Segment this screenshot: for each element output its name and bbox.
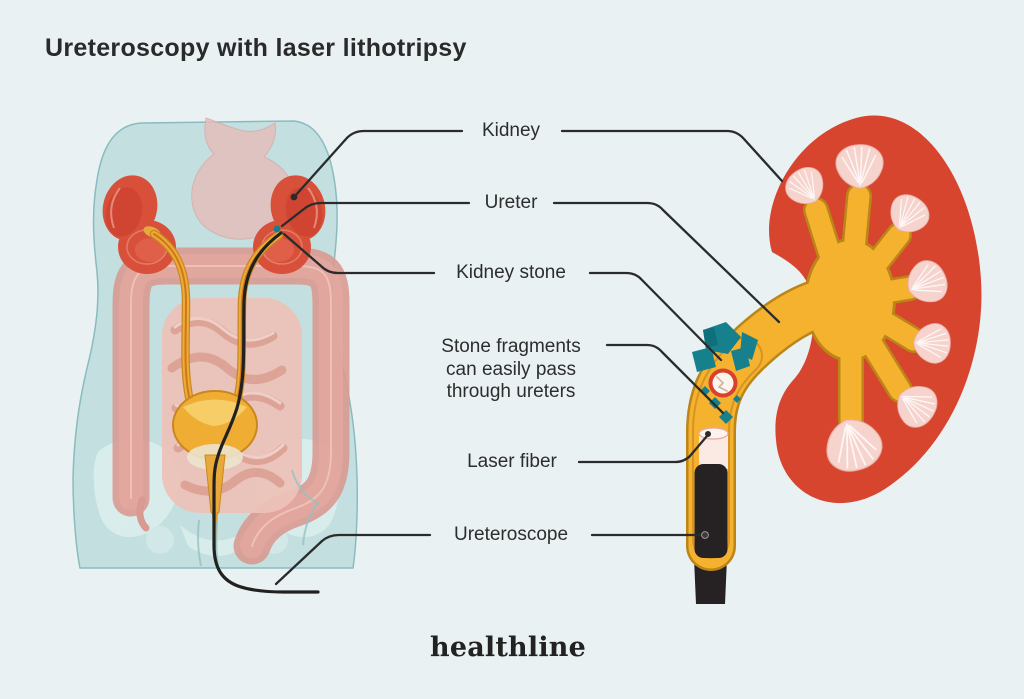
ureter-leader-left bbox=[280, 201, 471, 228]
stone-fragments-leader bbox=[605, 343, 725, 415]
kidney-stone-leader-right bbox=[588, 271, 723, 362]
kidney-cross-section bbox=[686, 115, 982, 604]
kidney-stone-magnified bbox=[708, 368, 738, 398]
kidney-stone-torso bbox=[273, 225, 281, 233]
ureter-leader-right bbox=[552, 201, 781, 324]
kidney-leader-right bbox=[560, 129, 784, 183]
ureteroscope-leader-dot bbox=[701, 531, 709, 539]
laser-fiber-leader bbox=[577, 434, 709, 464]
label-kidney: Kidney bbox=[481, 120, 541, 141]
kidney-leader-dot bbox=[290, 193, 298, 201]
label-stone-fragments: Stone fragments can easily pass through … bbox=[441, 336, 581, 402]
brand-logo: healthline bbox=[430, 632, 586, 663]
ureteroscope-magnified bbox=[694, 464, 728, 558]
leader-lines bbox=[274, 129, 784, 586]
label-ureter: Ureter bbox=[484, 192, 538, 213]
kidney-leader-left bbox=[293, 129, 464, 198]
label-kidney-stone: Kidney stone bbox=[456, 262, 566, 283]
torso-overview bbox=[72, 117, 359, 594]
ureteroscope-leader-left bbox=[274, 533, 432, 586]
ureteroscope-in-body bbox=[212, 231, 320, 594]
label-laser-fiber: Laser fiber bbox=[467, 451, 557, 472]
laser-fiber-leader-dot bbox=[705, 431, 711, 437]
page-title: Ureteroscopy with laser lithotripsy bbox=[45, 34, 467, 62]
ureter-left bbox=[149, 229, 202, 421]
label-ureteroscope: Ureteroscope bbox=[453, 524, 569, 545]
stone-fragments-cluster bbox=[692, 322, 758, 424]
kidney-stone-leader-left bbox=[282, 232, 436, 275]
laser-fiber-tip bbox=[698, 427, 729, 469]
